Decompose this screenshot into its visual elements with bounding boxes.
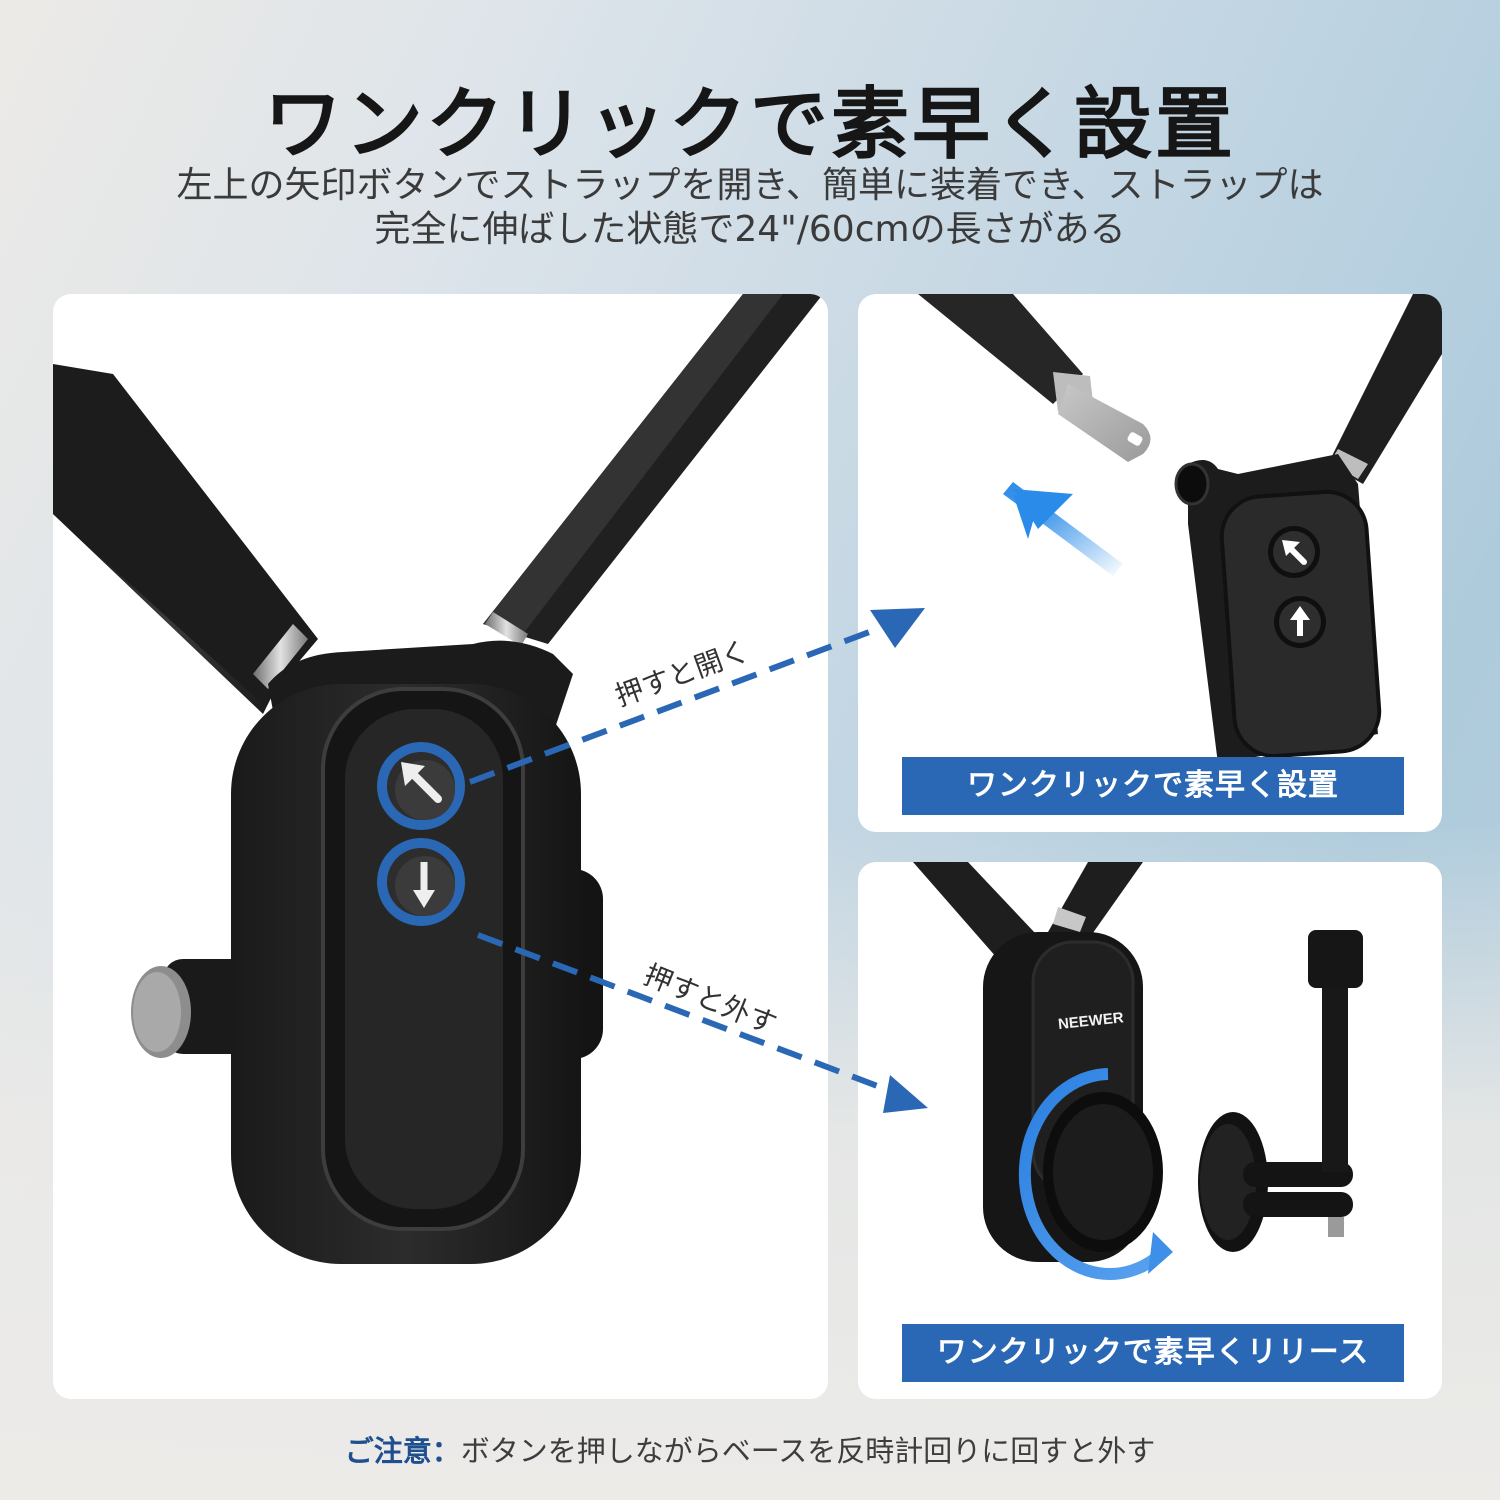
panel-quick-release: NEEWER ワンクリックで素早くリリース	[858, 862, 1442, 1399]
page-subtitle: 左上の矢印ボタンでストラップを開き、簡単に装着でき、ストラップは 完全に伸ばした…	[0, 164, 1500, 252]
subtitle-line-2: 完全に伸ばした状態で24"/60cmの長さがある	[374, 209, 1126, 250]
caution-text: ボタンを押しながらベースを反時計回りに回すと外す	[460, 1434, 1156, 1468]
caution-note: ご注意：ボタンを押しながらベースを反時計回りに回すと外す	[0, 1428, 1500, 1470]
panel-quick-install: ワンクリックで素早く設置	[858, 294, 1442, 832]
strap-clip	[1058, 384, 1151, 462]
release-button-detach	[377, 838, 465, 926]
page-title: ワンクリックで素早く設置	[263, 80, 1236, 170]
release-button-open	[377, 742, 465, 830]
caption-quick-install: ワンクリックで素早く設置	[902, 757, 1404, 815]
button-open	[1268, 526, 1320, 578]
caution-label: ご注意：	[344, 1434, 461, 1468]
quick-install-illustration	[918, 294, 1442, 764]
strap-end	[918, 294, 1083, 404]
caption-quick-release: ワンクリックで素早くリリース	[902, 1324, 1404, 1382]
device-closeup-illustration	[53, 294, 823, 1264]
rotate-counterclockwise-arrow	[1018, 1068, 1168, 1280]
subtitle-line-1: 左上の矢印ボタンでストラップを開き、簡単に装着でき、ストラップは	[176, 165, 1324, 206]
brand-logo: NEEWER	[1057, 1009, 1124, 1033]
metal-ring	[253, 624, 308, 689]
button-attach	[1274, 596, 1326, 648]
camera-mount-arm	[1322, 957, 1348, 1172]
strap-right	[1328, 294, 1442, 484]
quick-release-illustration: NEEWER	[913, 862, 1363, 1280]
panel-device-closeup	[53, 294, 828, 1399]
